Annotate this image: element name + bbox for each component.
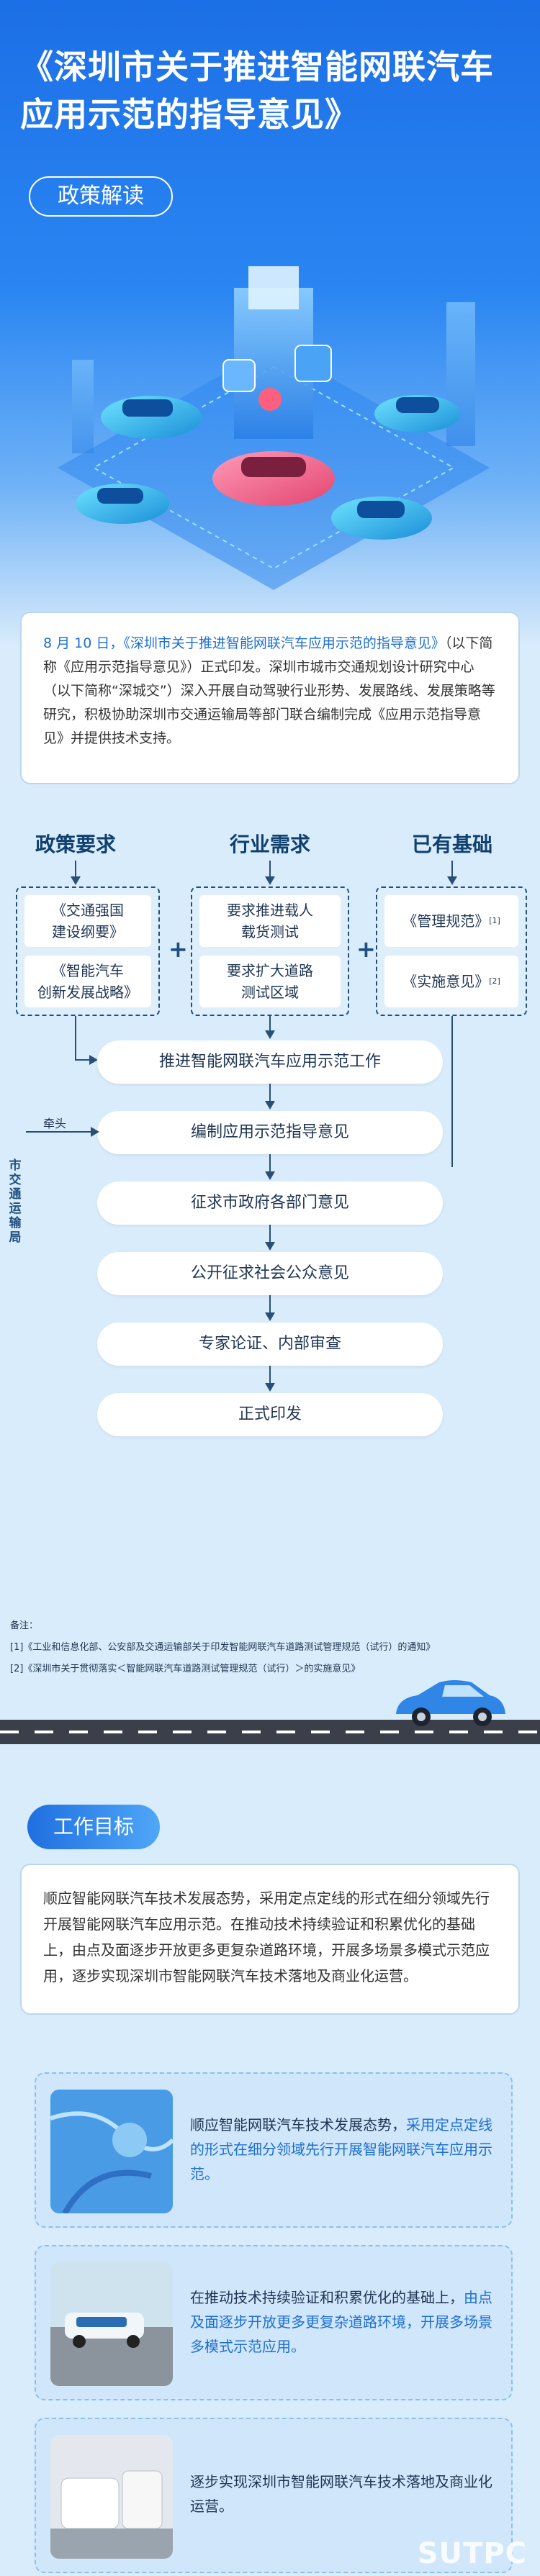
vehicle-photo	[50, 2435, 173, 2559]
note-2: [2]《深圳市关于贯彻落实＜智能网联汽车道路测试管理规范（试行）＞的实施意见》	[10, 1664, 361, 1674]
map-thumbnail	[50, 2090, 173, 2213]
goal-text-2: 在推动技术持续验证和积累优化的基础上，由点及面逐步开放更多更复杂道路环境，开展多…	[190, 2285, 500, 2359]
col-basis-title: 已有基础	[411, 833, 492, 856]
basis-item-2: 《实施意见》[2]	[384, 956, 518, 1007]
policy-item-2: 《智能汽车 创新发展战略》	[24, 956, 151, 1007]
step-2: 编制应用示范指导意见	[97, 1111, 443, 1154]
notes: 备注： [1]《工业和信息化部、公安部及交通运输部关于印发智能网联汽车道路测试管…	[10, 1615, 528, 1680]
hero-banner: 《深圳市关于推进智能网联汽车 应用示范的指导意见》 政策解读	[0, 0, 540, 648]
page-title: 《深圳市关于推进智能网联汽车 应用示范的指导意见》	[20, 43, 524, 138]
col-industry-title: 行业需求	[229, 833, 310, 856]
basis-item-1: 《管理规范》[1]	[384, 895, 518, 947]
goals-badge: 工作目标	[27, 1805, 160, 1849]
goal-text-3-a: 逐步实现深圳市智能网联汽车技术落地及商业化运营。	[190, 2473, 492, 2515]
side-label-bureau: 市交通运输局	[9, 1158, 22, 1245]
step-4: 公开征求社会公众意见	[97, 1252, 443, 1295]
plus-icon: +	[168, 935, 188, 963]
goals-summary: 顺应智能网联汽车技术发展态势，采用定点定线的形式在细分领域先行开展智能网联汽车应…	[20, 1864, 520, 2015]
goal-card-3: 逐步实现深圳市智能网联汽车技术落地及商业化运营。	[35, 2418, 513, 2573]
car-icon	[396, 1680, 505, 1726]
basis-item-2-label: 《实施意见》	[402, 973, 490, 990]
industry-item-2: 要求扩大道路 测试区域	[199, 956, 341, 1007]
intro-doc-title: 《深圳市关于推进智能网联汽车应用示范的指导意见》	[123, 635, 445, 651]
title-line-2: 应用示范的指导意见》	[20, 95, 359, 134]
step-6: 正式印发	[97, 1393, 443, 1436]
lead-label: 牵头	[43, 1117, 67, 1130]
goal-card-2: 在推动技术持续验证和积累优化的基础上，由点及面逐步开放更多更复杂道路环境，开展多…	[35, 2245, 513, 2400]
smart-city-illustration	[58, 266, 490, 590]
intro-card: 8 月 10 日，《深圳市关于推进智能网联汽车应用示范的指导意见》（以下简称《应…	[20, 612, 520, 784]
ref-2: [2]	[489, 976, 500, 986]
col-policy-title: 政策要求	[35, 833, 116, 856]
ref-1: [1]	[489, 916, 500, 925]
title-line-1: 《深圳市关于推进智能网联汽车	[20, 47, 494, 86]
goal-card-1: 顺应智能网联汽车技术发展态势，采用定点定线的形式在细分领域先行开展智能网联汽车应…	[35, 2072, 513, 2228]
step-5: 专家论证、内部审查	[97, 1323, 443, 1366]
intro-date: 8 月 10 日，	[43, 635, 124, 651]
goal-text-2-b: 由点及面逐步开放更多更复杂道路环境，开展多场景多模式示范应用。	[190, 2289, 492, 2355]
goal-text-3: 逐步实现深圳市智能网联汽车技术落地及商业化运营。	[190, 2470, 500, 2518]
basis-item-1-label: 《管理规范》	[402, 912, 490, 930]
notes-title: 备注：	[10, 1620, 39, 1631]
goal-text-2-a: 在推动技术持续验证和积累优化的基础上，	[190, 2289, 464, 2306]
goal-text-1: 顺应智能网联汽车技术发展态势，采用定点定线的形式在细分领域先行开展智能网联汽车应…	[190, 2113, 500, 2186]
industry-item-1: 要求推进载人 载货测试	[199, 895, 341, 947]
goal-text-1-a: 顺应智能网联汽车技术发展态势，	[190, 2116, 406, 2133]
step-3: 征求市政府各部门意见	[97, 1182, 443, 1225]
policy-tag: 政策解读	[29, 176, 173, 217]
intro-text: （以下简称《应用示范指导意见》）正式印发。深圳市城市交通规划设计研究中心（以下简…	[43, 635, 495, 746]
step-1: 推进智能网联汽车应用示范工作	[97, 1040, 443, 1084]
sutpc-logo: SUTPC	[417, 2537, 527, 2570]
plus-icon: +	[356, 935, 376, 963]
goal-text-1-b: 采用定点定线的形式在细分领域先行开展智能网联汽车应用示范。	[190, 2116, 492, 2182]
road-divider	[0, 1720, 540, 1744]
policy-item-1: 《交通强国 建设纲要》	[24, 895, 151, 947]
road-photo	[50, 2262, 173, 2386]
note-1: [1]《工业和信息化部、公安部及交通运输部关于印发智能网联汽车道路测试管理规范（…	[10, 1642, 436, 1653]
